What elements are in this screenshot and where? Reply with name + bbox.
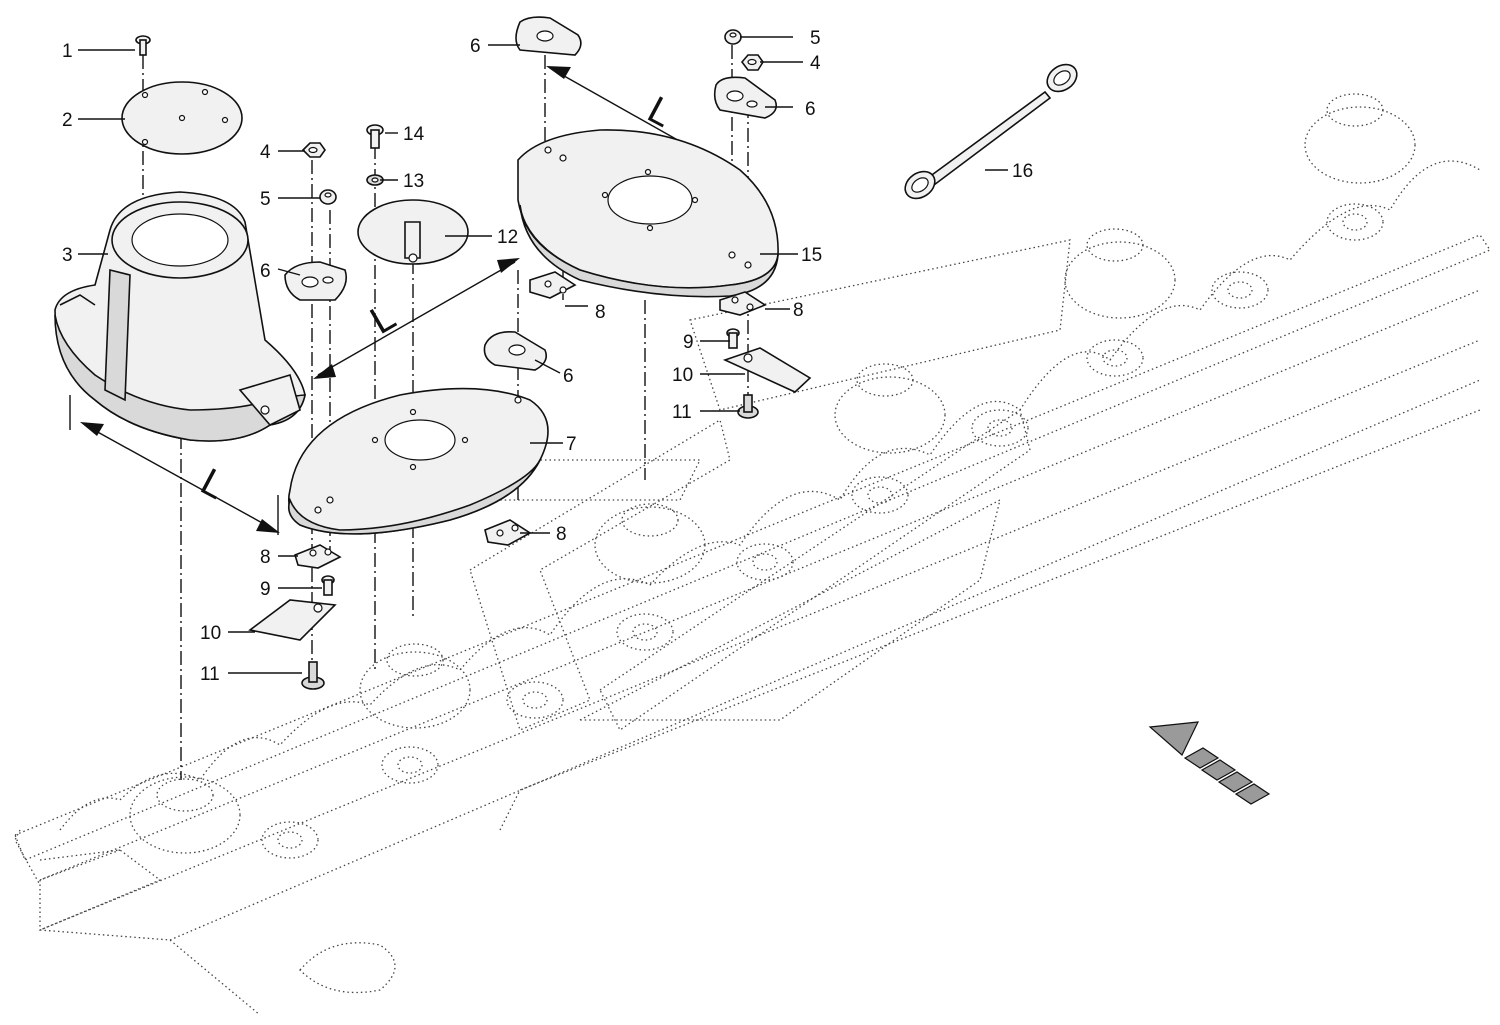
callout-12: 12 [497, 227, 518, 248]
part-4-nut-left [301, 142, 326, 158]
rotation-arrow-middle [313, 258, 520, 379]
callout-10-right: 10 [672, 365, 693, 386]
callout-2: 2 [62, 110, 73, 131]
callout-5-right: 5 [810, 28, 821, 49]
hub-3 [594, 503, 706, 584]
leader-lines [78, 36, 1008, 674]
callout-8-b: 8 [793, 300, 804, 321]
callout-6-middle: 6 [563, 366, 574, 387]
part-5-locknut-right [724, 29, 742, 45]
part-15-cutting-disc [517, 129, 779, 298]
callout-8-d: 8 [556, 524, 567, 545]
callout-16: 16 [1012, 161, 1033, 182]
callout-9-left: 9 [260, 579, 271, 600]
callout-4-left: 4 [260, 142, 271, 163]
part-12-cap [357, 199, 469, 265]
hub-4 [834, 363, 946, 454]
part-16-wrench [904, 63, 1078, 200]
callout-8-c: 8 [260, 547, 271, 568]
part-14-bolt [366, 124, 384, 149]
callout-8-a: 8 [595, 302, 606, 323]
callout-3: 3 [62, 245, 73, 266]
rotation-label-middle: L [364, 296, 403, 343]
callout-14: 14 [403, 124, 425, 145]
callout-6-top: 6 [470, 36, 481, 57]
part-11-bolt-right [737, 394, 759, 419]
part-4-nut-right [740, 54, 764, 71]
cutter-bar-background [14, 93, 1491, 1016]
part-10-blade-right [722, 347, 812, 393]
hub-2 [359, 643, 471, 729]
part-5-locknut-left [319, 189, 337, 205]
hub-6 [1304, 93, 1416, 184]
callout-4-right: 4 [810, 53, 821, 74]
rotation-label-left: L [194, 461, 232, 508]
part-9-bolt-left [321, 575, 335, 596]
part-6-skid-right [713, 76, 778, 119]
travel-direction-arrow [1148, 721, 1271, 805]
rotation-arrow-left [69, 395, 280, 535]
callout-9-right: 9 [683, 332, 694, 353]
callout-13: 13 [403, 171, 424, 192]
callout-11-right: 11 [672, 402, 692, 423]
part-6-skid-top [515, 16, 582, 56]
part-11-bolt-left [301, 661, 325, 690]
rotation-label-right: L [641, 89, 679, 136]
callout-labels: 1 2 3 4 4 5 5 6 6 6 6 7 8 8 8 8 9 9 10 1… [62, 28, 1033, 685]
part-7-cutting-disc [287, 387, 549, 535]
callout-6-right: 6 [805, 99, 816, 120]
callout-7: 7 [566, 434, 577, 455]
hub-1 [129, 776, 241, 854]
hub-5 [1064, 228, 1176, 319]
callout-15: 15 [801, 245, 822, 266]
callout-10-left: 10 [200, 623, 221, 644]
part-8-holder-a [529, 271, 577, 299]
part-8-holder-b [719, 291, 767, 316]
part-1-screw [135, 35, 151, 56]
callout-11-left: 11 [200, 664, 220, 685]
part-8-holder-d [484, 519, 532, 546]
part-2-cover-plate [121, 81, 243, 155]
bearing-rings [261, 203, 1384, 859]
part-6-skid-middle [483, 330, 548, 371]
callout-6-left: 6 [260, 261, 271, 282]
part-10-blade-left [248, 599, 337, 641]
part-6-skid-left [284, 261, 348, 301]
part-9-bolt-right [726, 328, 740, 349]
part-8-holder-c [294, 544, 342, 569]
callout-1: 1 [62, 41, 73, 62]
part-3-drum [54, 191, 306, 442]
callout-5-left: 5 [260, 189, 271, 210]
